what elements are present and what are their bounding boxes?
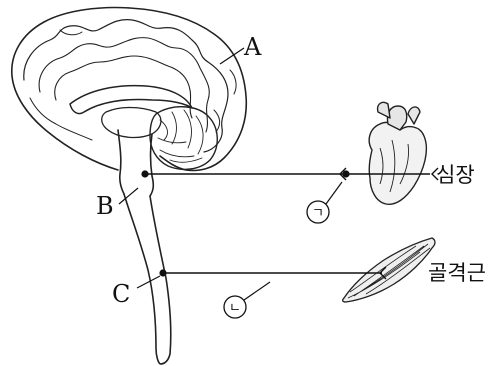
- neuron-pathway-2: [163, 267, 386, 279]
- gyri-small-2: [60, 30, 236, 132]
- heart-body: [369, 122, 426, 204]
- label-C: C: [112, 280, 130, 308]
- gyri-inner: [55, 56, 192, 118]
- neuron-1-cell-body-ganglion: [342, 170, 349, 177]
- corpus-callosum: [70, 86, 192, 114]
- label-A: A: [243, 33, 262, 61]
- label-skeletal-muscle: 골격근: [428, 261, 486, 285]
- skeletal-muscle: [343, 238, 435, 302]
- neuron-2-cell-body: [159, 269, 166, 276]
- leader-line-C: [137, 276, 160, 288]
- brainstem: [118, 130, 153, 196]
- circled-label-2: ㄴ: [224, 296, 246, 318]
- cerebrum-outline: [12, 8, 247, 171]
- neuron-1-cell-body-spinal: [141, 170, 148, 177]
- circled-label-1-text: ㄱ: [312, 206, 324, 221]
- leader-line-A: [220, 48, 244, 64]
- label-heart: 심장: [436, 163, 475, 187]
- gyri-small-1: [30, 98, 92, 140]
- leader-line-circle-1: [326, 182, 342, 204]
- brain-sagittal-section: [12, 8, 247, 196]
- cerebellum-folia: [158, 110, 203, 162]
- heart: [369, 102, 426, 204]
- gyri-mid: [39, 38, 209, 132]
- circled-label-1: ㄱ: [307, 201, 329, 223]
- leader-line-circle-2: [244, 282, 270, 300]
- label-B: B: [96, 192, 114, 220]
- spinal-cord: [124, 194, 171, 364]
- circled-label-2-text: ㄴ: [229, 301, 241, 316]
